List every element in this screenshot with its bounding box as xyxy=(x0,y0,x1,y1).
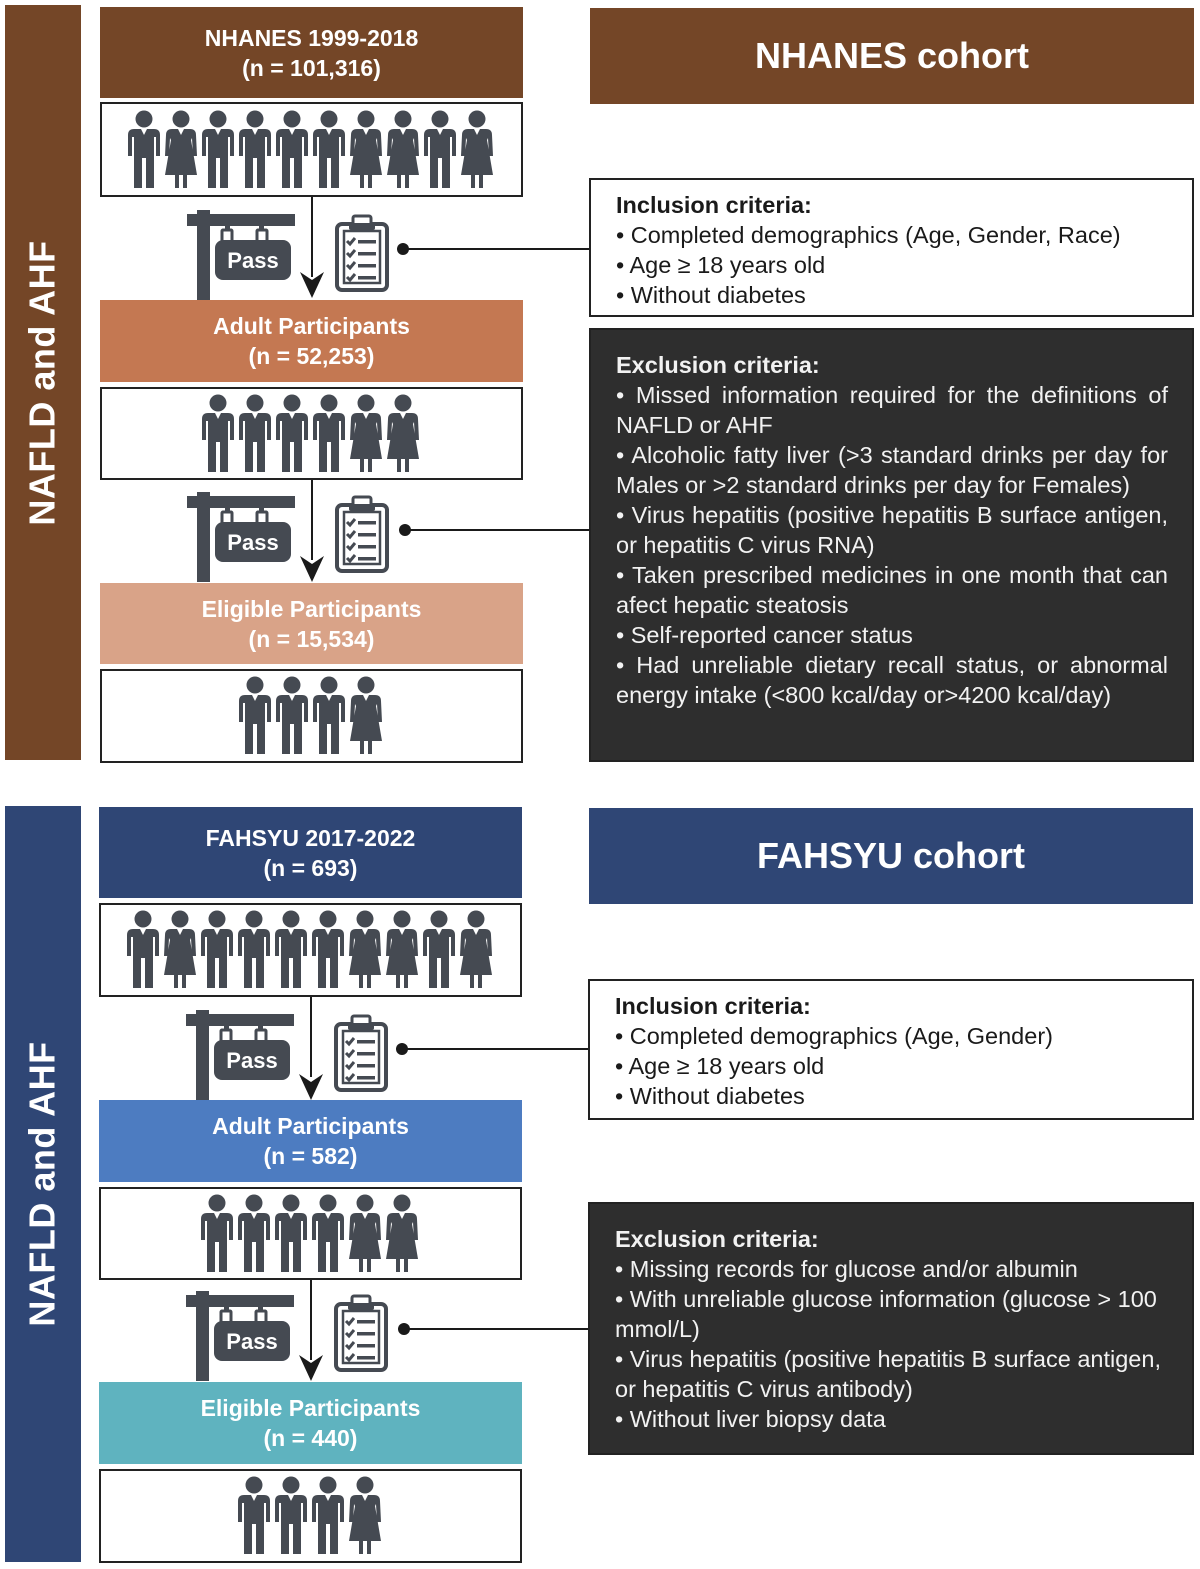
exclusion-heading: Exclusion criteria: xyxy=(616,352,820,378)
pass-label: Pass xyxy=(227,530,279,555)
nhanes-inclusion-box: Inclusion criteria: • Completed demograp… xyxy=(589,178,1194,317)
inclusion-item: • Age ≥ 18 years old xyxy=(616,252,826,278)
connector-dot xyxy=(399,524,411,536)
clipboard-checklist-icon xyxy=(334,1294,388,1372)
fahsyu-eligible-people xyxy=(99,1469,522,1563)
fahsyu-inclusion-box: Inclusion criteria: • Completed demograp… xyxy=(588,979,1194,1120)
connector-line xyxy=(405,1328,589,1330)
connector-dot xyxy=(396,1043,408,1055)
exclusion-item: • Virus hepatitis (positive hepatitis B … xyxy=(615,1346,1161,1402)
nhanes-adult-people xyxy=(100,387,523,480)
fahsyu-eligible-title: Eligible Participants xyxy=(200,1395,421,1421)
connector-line xyxy=(404,248,590,250)
people-group-icon xyxy=(201,394,419,472)
pass-label: Pass xyxy=(227,248,279,273)
fahsyu-eligible-box: Eligible Participants (n = 440) xyxy=(99,1382,522,1464)
nhanes-sidebar: NAFLD and AHF xyxy=(5,5,81,760)
fahsyu-adult-title: Adult Participants xyxy=(212,1113,409,1139)
inclusion-item: • Completed demographics (Age, Gender) xyxy=(615,1023,1053,1049)
down-arrow-icon xyxy=(299,1074,323,1100)
fahsyu-eligible-count: (n = 440) xyxy=(263,1425,358,1451)
fahsyu-source-people xyxy=(99,903,522,997)
exclusion-item: • Missing records for glucose and/or alb… xyxy=(615,1256,1078,1282)
down-arrow-icon xyxy=(299,1355,323,1381)
nhanes-source-box: NHANES 1999-2018 (n = 101,316) xyxy=(100,7,523,98)
flow-line xyxy=(311,480,313,560)
nhanes-eligible-title: Eligible Participants xyxy=(201,595,422,622)
pass-sign-icon: Pass xyxy=(186,1008,296,1100)
pass-sign-icon: Pass xyxy=(187,208,297,300)
flow-line xyxy=(310,1280,312,1360)
exclusion-item: • With unreliable glucose information (g… xyxy=(615,1286,1157,1342)
down-arrow-icon xyxy=(300,272,324,298)
people-group-icon xyxy=(127,110,493,188)
nhanes-source-people xyxy=(100,102,523,197)
flow-line xyxy=(311,197,313,277)
clipboard-checklist-icon xyxy=(335,495,389,573)
fahsyu-source-title: FAHSYU 2017-2022 xyxy=(205,824,416,851)
fahsyu-exclusion-box: Exclusion criteria: • Missing records fo… xyxy=(588,1202,1194,1455)
fahsyu-adult-people xyxy=(99,1187,522,1280)
exclusion-item: • Without liver biopsy data xyxy=(615,1406,886,1432)
fahsyu-adult-count: (n = 582) xyxy=(263,1143,358,1169)
inclusion-item: • Completed demographics (Age, Gender, R… xyxy=(616,222,1121,248)
inclusion-heading: Inclusion criteria: xyxy=(615,993,811,1019)
pass-label: Pass xyxy=(226,1329,278,1354)
exclusion-item: • Taken prescribed medicines in one mont… xyxy=(616,562,1168,618)
nhanes-cohort-label: NHANES cohort xyxy=(754,35,1029,76)
nhanes-sidebar-label: NAFLD and AHF xyxy=(22,239,64,526)
pass-sign-icon: Pass xyxy=(187,490,297,582)
pass-label: Pass xyxy=(226,1048,278,1073)
nhanes-adult-count: (n = 52,253) xyxy=(248,343,375,369)
fahsyu-cohort-label: FAHSYU cohort xyxy=(756,835,1025,876)
nhanes-eligible-count: (n = 15,534) xyxy=(248,625,375,652)
exclusion-heading: Exclusion criteria: xyxy=(615,1226,819,1252)
nhanes-source-count: (n = 101,316) xyxy=(242,54,381,81)
nhanes-adult-box: Adult Participants (n = 52,253) xyxy=(100,300,523,382)
exclusion-item: • Self-reported cancer status xyxy=(616,622,913,648)
people-group-icon xyxy=(237,1476,381,1554)
people-group-icon xyxy=(126,910,492,988)
flow-line xyxy=(310,997,312,1077)
nhanes-adult-title: Adult Participants xyxy=(213,313,410,339)
clipboard-checklist-icon xyxy=(334,1014,388,1092)
fahsyu-sidebar: NAFLD and AHF xyxy=(5,806,81,1562)
nhanes-eligible-people xyxy=(100,669,523,763)
nhanes-exclusion-box: Exclusion criteria: • Missed information… xyxy=(589,328,1194,762)
nhanes-eligible-box: Eligible Participants (n = 15,534) xyxy=(100,583,523,664)
exclusion-item: • Alcoholic fatty liver (>3 standard dri… xyxy=(616,442,1168,498)
fahsyu-source-box: FAHSYU 2017-2022 (n = 693) xyxy=(99,807,522,898)
fahsyu-sidebar-label: NAFLD and AHF xyxy=(22,1041,64,1327)
exclusion-item: • Missed information required for the de… xyxy=(616,382,1168,438)
inclusion-item: • Without diabetes xyxy=(616,282,806,308)
exclusion-item: • Had unreliable dietary recall status, … xyxy=(616,652,1168,708)
nhanes-source-title: NHANES 1999-2018 xyxy=(204,24,419,51)
connector-dot xyxy=(398,1323,410,1335)
clipboard-checklist-icon xyxy=(335,214,389,292)
fahsyu-adult-box: Adult Participants (n = 582) xyxy=(99,1100,522,1182)
inclusion-heading: Inclusion criteria: xyxy=(616,192,812,218)
fahsyu-cohort-banner: FAHSYU cohort xyxy=(589,808,1193,904)
nhanes-cohort-banner: NHANES cohort xyxy=(590,8,1194,104)
pass-sign-icon: Pass xyxy=(186,1289,296,1381)
down-arrow-icon xyxy=(300,556,324,582)
people-group-icon xyxy=(200,1194,418,1272)
inclusion-item: • Without diabetes xyxy=(615,1083,805,1109)
exclusion-item: • Virus hepatitis (positive hepatitis B … xyxy=(616,502,1168,558)
people-group-icon xyxy=(238,676,382,754)
fahsyu-source-count: (n = 693) xyxy=(263,854,358,881)
connector-dot xyxy=(397,243,409,255)
connector-line xyxy=(406,529,590,531)
connector-line xyxy=(403,1048,589,1050)
inclusion-item: • Age ≥ 18 years old xyxy=(615,1053,825,1079)
